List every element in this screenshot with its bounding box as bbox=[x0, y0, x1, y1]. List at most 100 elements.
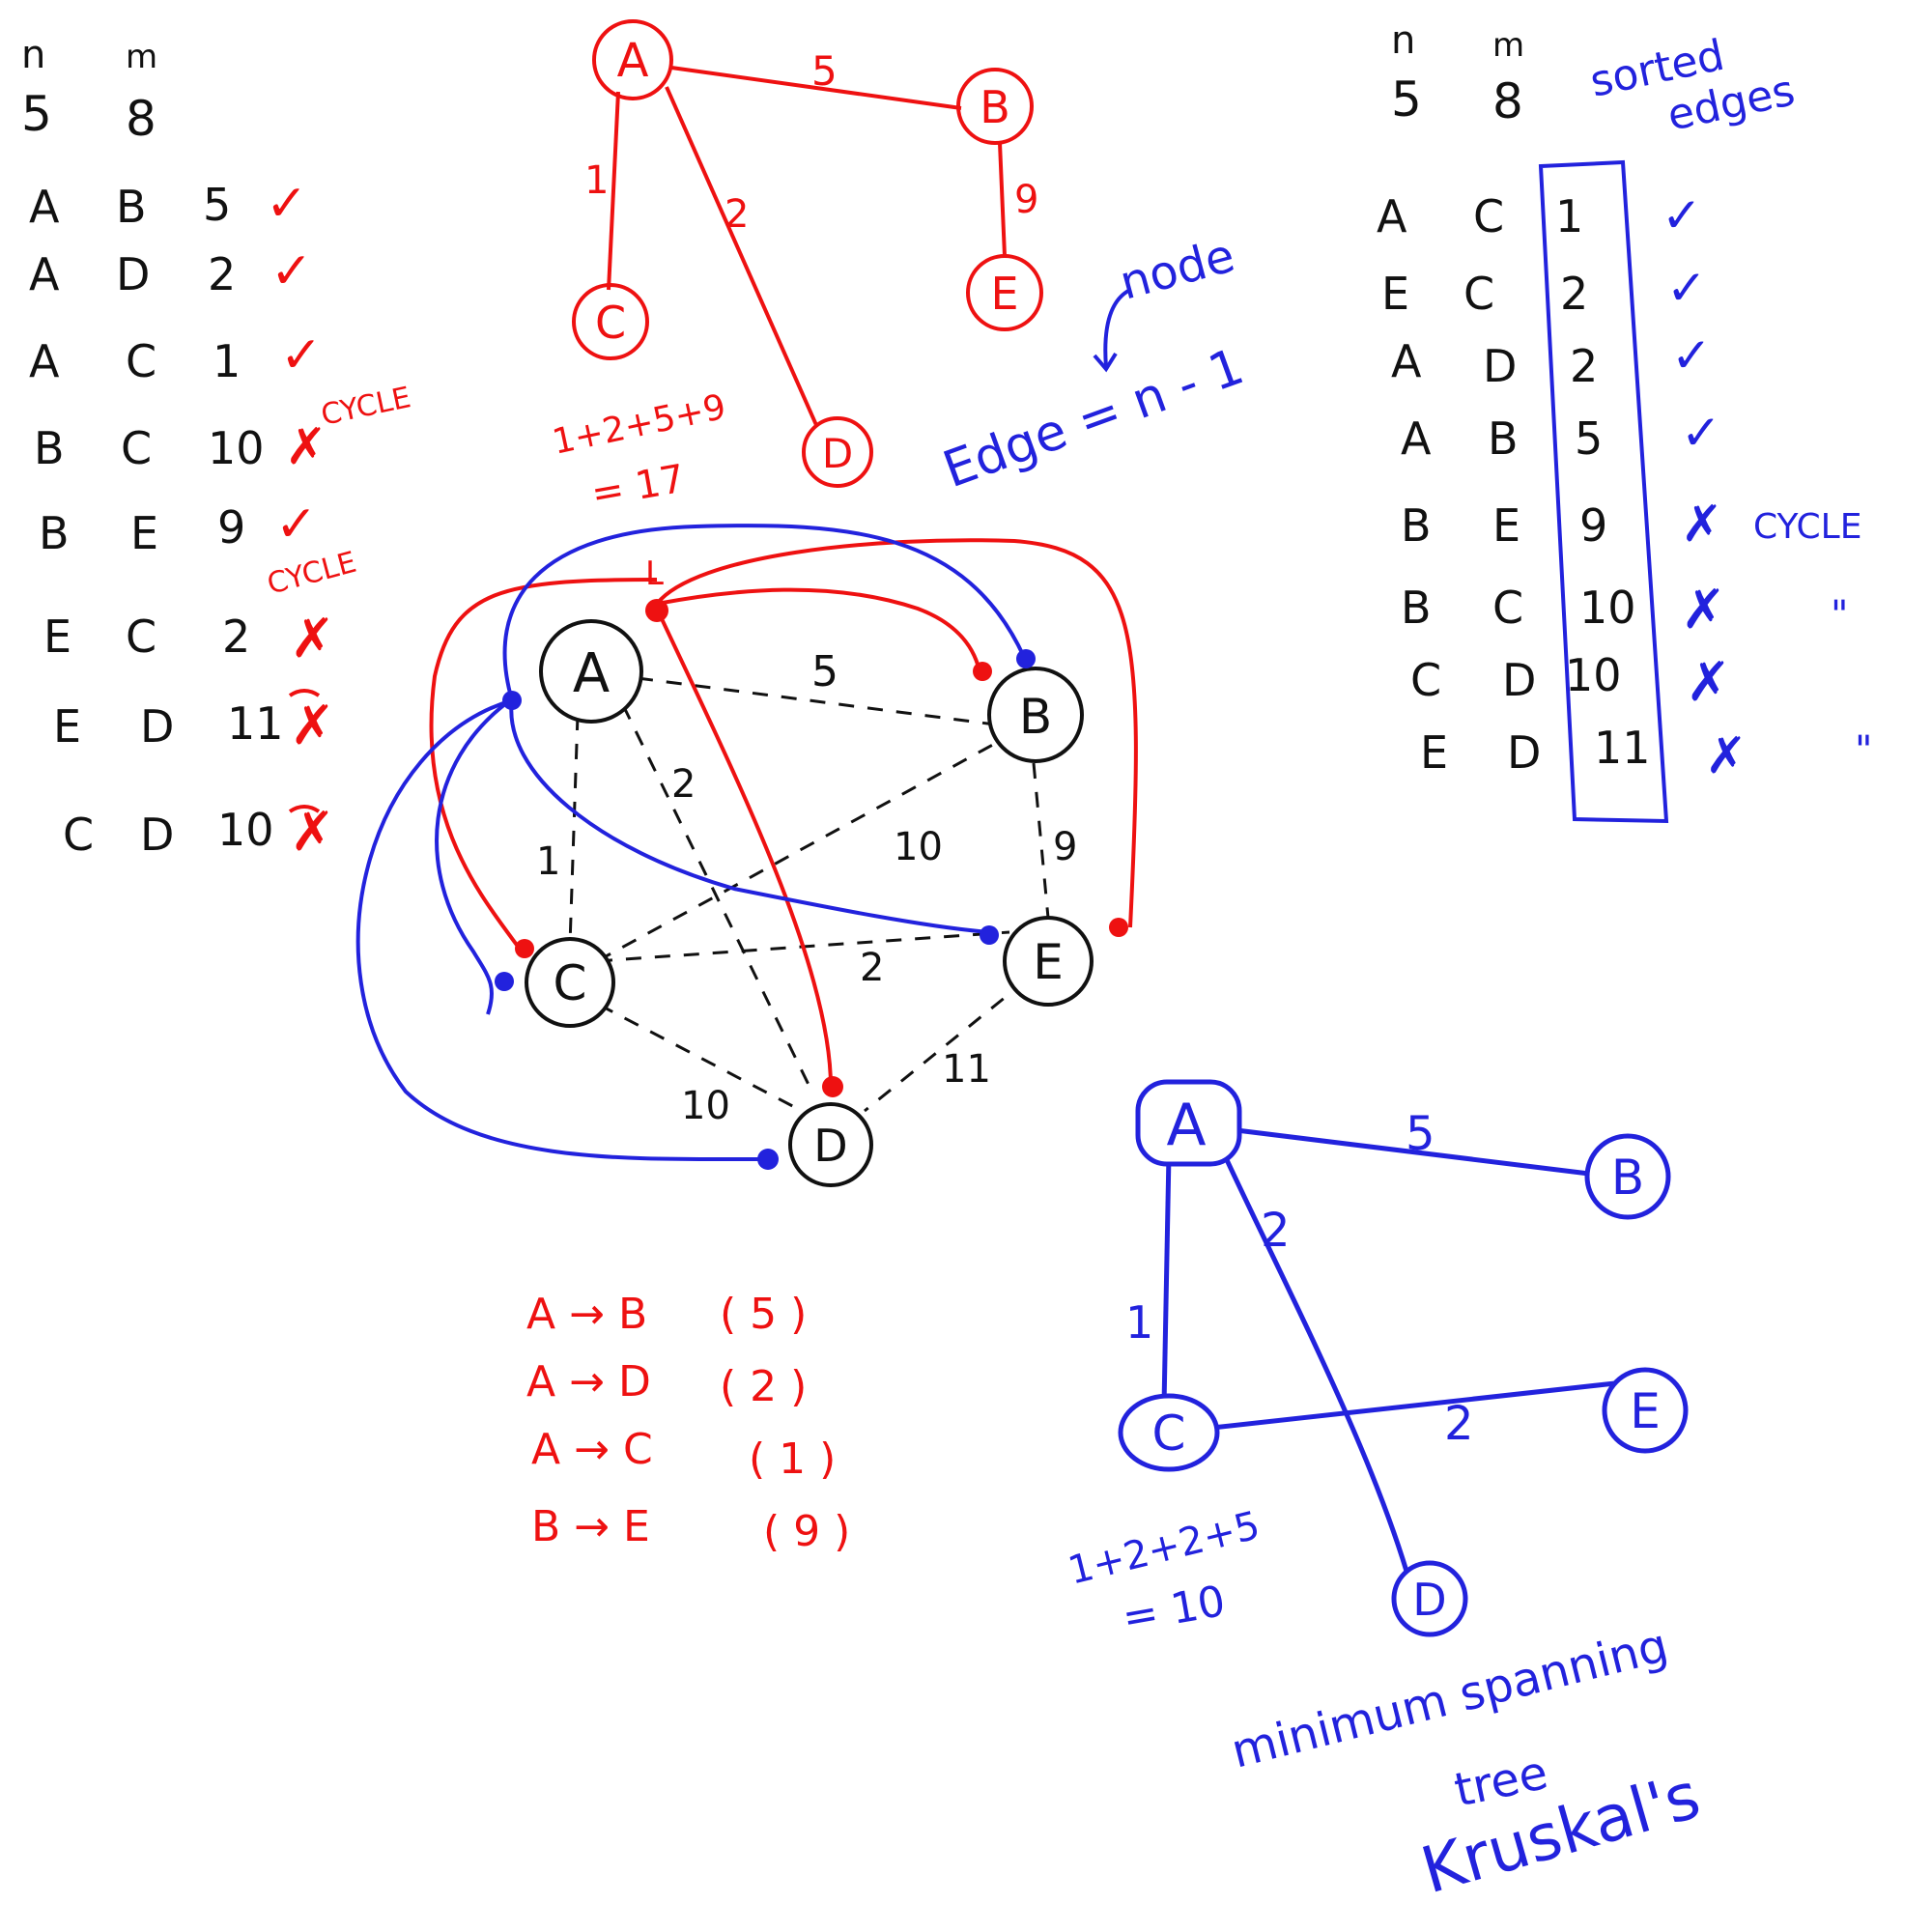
tree-node: E bbox=[966, 254, 1043, 331]
node-label: B bbox=[1019, 689, 1052, 745]
edge-weight: 10 bbox=[208, 422, 265, 474]
edge-weight-label: 2 bbox=[860, 946, 884, 990]
edge-from: A bbox=[29, 248, 60, 300]
left-m-header: m bbox=[126, 38, 157, 76]
selected-weight: ( 2 ) bbox=[720, 1362, 807, 1411]
node-label: E bbox=[1630, 1383, 1661, 1439]
sorted-edge-row: C D 10 ✗ bbox=[1410, 649, 1731, 714]
graph-edge bbox=[568, 714, 580, 946]
node-label: B bbox=[980, 81, 1010, 133]
edge-from: A bbox=[29, 181, 60, 233]
edge-from: B bbox=[39, 507, 70, 559]
left-edge-row: B E 9 ✓ bbox=[39, 496, 318, 559]
caption-line: minimum spanning bbox=[1226, 1618, 1673, 1778]
graph-edge bbox=[864, 979, 1027, 1113]
left-edge-row: B C 10 ✗ CYCLE bbox=[34, 381, 413, 476]
selected-edge: A → D bbox=[526, 1357, 651, 1406]
ditto-note: " bbox=[1855, 728, 1872, 773]
graph-edge bbox=[621, 704, 815, 1095]
blue-curve bbox=[355, 698, 764, 1162]
edge-to: D bbox=[1483, 340, 1517, 392]
edge-weight-label: 2 bbox=[671, 762, 696, 807]
edge-to: B bbox=[1488, 412, 1519, 465]
check-mark: ✓ bbox=[280, 327, 323, 384]
scribble-mark bbox=[288, 689, 321, 813]
check-mark: ✓ bbox=[1671, 327, 1712, 384]
weight-sum: 1+2+5+9 bbox=[549, 387, 729, 463]
edge-weight: 10 bbox=[1579, 582, 1636, 634]
tree-edge bbox=[670, 66, 962, 110]
edge-weight-label: 9 bbox=[1014, 178, 1038, 222]
sorted-edge-list: n m 5 8 sorted edges A C 1 ✓ E C 2 ✓ A D bbox=[1377, 18, 1872, 824]
arrow-icon bbox=[1103, 288, 1131, 368]
main-graph: A B C D E 5 2 1 10 9 2 10 11 bbox=[355, 524, 1138, 1187]
left-m-value: 8 bbox=[126, 91, 156, 147]
tree-edge bbox=[1236, 1127, 1590, 1177]
graph-edge bbox=[1032, 762, 1050, 919]
tree-node: C bbox=[1118, 1393, 1220, 1472]
blue-dot bbox=[495, 972, 514, 991]
edge-weight-label: 5 bbox=[811, 47, 838, 95]
node-label: D bbox=[822, 430, 853, 477]
edge-to: E bbox=[1492, 499, 1520, 552]
node-label: C bbox=[554, 955, 587, 1011]
cycle-note: CYCLE bbox=[1753, 507, 1861, 547]
sorted-edge-row: B E 9 ✗ CYCLE bbox=[1401, 496, 1861, 554]
red-curve bbox=[429, 578, 658, 953]
sorted-edge-row: A B 5 ✓ bbox=[1401, 405, 1721, 465]
red-dot bbox=[1109, 918, 1128, 937]
edge-to: C bbox=[1492, 582, 1523, 634]
left-edge-row: A D 2 ✓ bbox=[29, 242, 313, 300]
cross-mark: ✗ bbox=[285, 418, 327, 476]
red-dot bbox=[822, 1076, 843, 1097]
edge-weight: 10 bbox=[1565, 649, 1622, 701]
edge-weight: 2 bbox=[1560, 268, 1588, 320]
sorted-edge-row: E D 11 ✗ " bbox=[1420, 722, 1872, 785]
check-mark: ✓ bbox=[1681, 405, 1721, 461]
left-edge-row: A B 5 ✓ bbox=[29, 175, 308, 233]
edge-weight-label: 2 bbox=[1261, 1204, 1291, 1258]
blue-dot bbox=[757, 1149, 779, 1170]
edge-to: D bbox=[1502, 654, 1536, 706]
edge-weight-label: 5 bbox=[811, 647, 838, 696]
edge-to: C bbox=[126, 335, 156, 387]
edge-from: E bbox=[1381, 268, 1409, 320]
edge-weight-label: 1 bbox=[584, 158, 609, 203]
red-dot bbox=[973, 662, 992, 681]
tree-edge bbox=[1219, 1148, 1413, 1585]
edge-weight: 11 bbox=[227, 697, 284, 750]
check-mark: ✓ bbox=[1662, 187, 1702, 243]
edge-to: E bbox=[130, 507, 158, 559]
weight-total: = 10 bbox=[1119, 1577, 1229, 1643]
edge-formula: Edge = n - 1 bbox=[936, 338, 1251, 500]
blue-curve bbox=[502, 524, 1026, 701]
check-mark: ✓ bbox=[266, 175, 308, 233]
right-n-value: 5 bbox=[1391, 71, 1422, 128]
edge-weight-label: 5 bbox=[1406, 1107, 1435, 1161]
graph-node: B bbox=[987, 667, 1084, 763]
tree-node: D bbox=[802, 416, 873, 488]
edge-weight: 1 bbox=[213, 335, 241, 387]
edge-weight: 1 bbox=[1555, 190, 1583, 242]
edge-to: C bbox=[1463, 268, 1494, 320]
tree-edge bbox=[665, 86, 818, 426]
selected-edge: A → B bbox=[526, 1290, 647, 1339]
edge-from: A bbox=[1377, 190, 1407, 242]
edge-weight-label: 10 bbox=[894, 825, 943, 869]
edge-weight-label: 11 bbox=[942, 1047, 991, 1092]
edge-to: D bbox=[140, 809, 174, 861]
top-mark: L bbox=[645, 554, 664, 593]
blue-dot bbox=[1016, 649, 1036, 668]
blue-curve bbox=[435, 698, 512, 1015]
tree-edge bbox=[1161, 1153, 1172, 1406]
red-curve bbox=[656, 587, 982, 677]
tree-node: E bbox=[1602, 1367, 1689, 1454]
edge-weight: 9 bbox=[1579, 499, 1607, 552]
weights-box bbox=[1538, 159, 1669, 824]
cycle-note: CYCLE bbox=[318, 381, 413, 433]
left-n-header: n bbox=[21, 33, 45, 77]
graph-edge bbox=[598, 1003, 803, 1113]
cycle-note: CYCLE bbox=[264, 546, 360, 602]
